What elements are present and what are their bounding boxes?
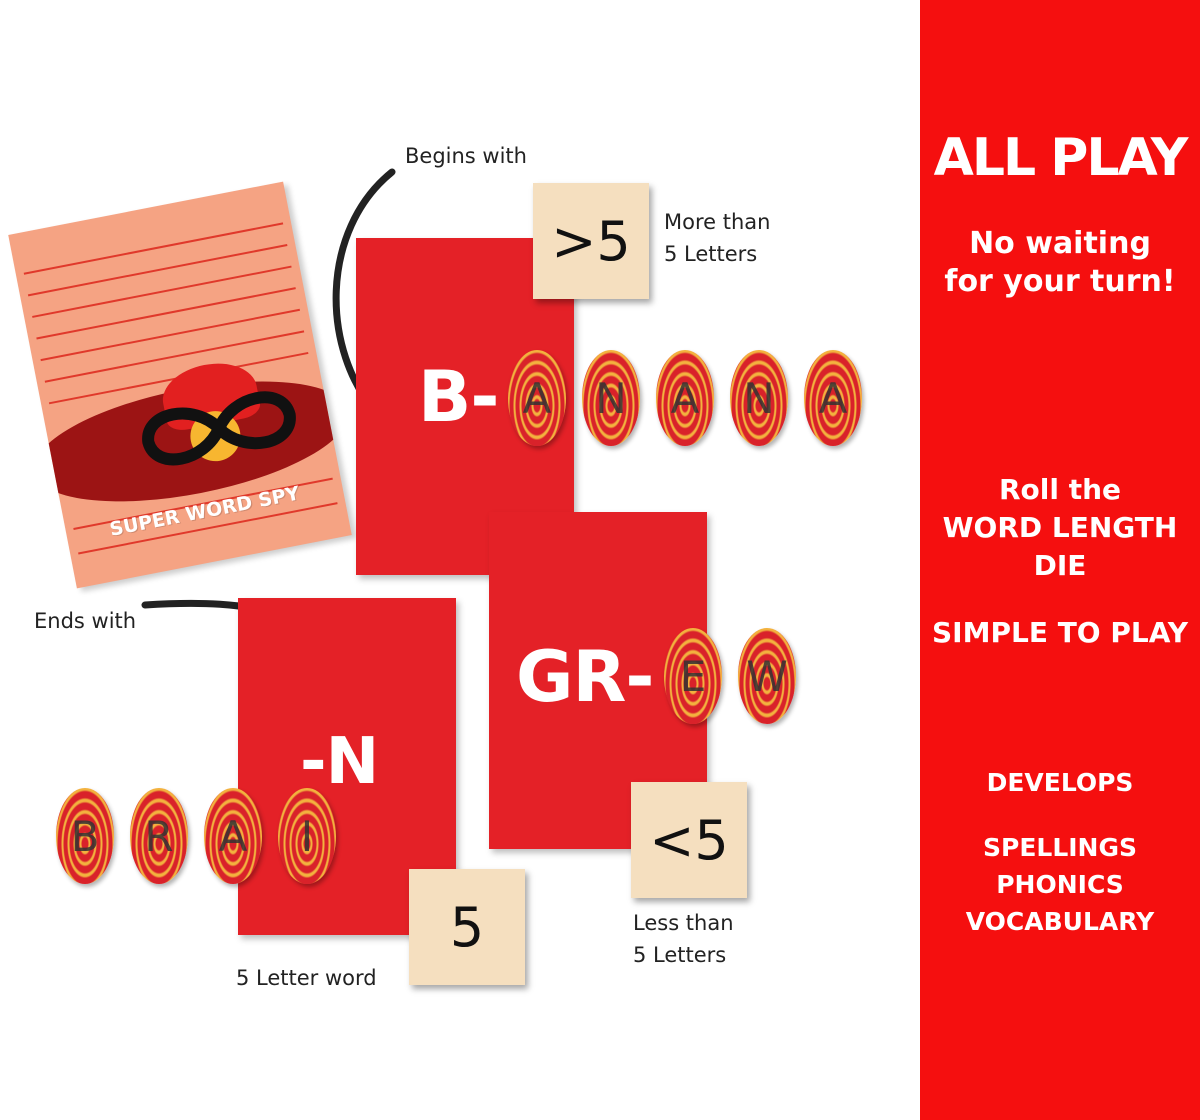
token-letter: I [300,811,314,861]
brand-title: ALL PLAY [933,128,1189,188]
roll-line-1: Roll the [998,473,1122,506]
token-letter: E [679,651,707,701]
fingerprint-token: I [278,788,336,884]
fingerprint-token: N [582,350,640,446]
token-letter: A [522,373,552,423]
token-letter: N [595,373,627,423]
die-less-than-5: <5 [631,782,747,898]
token-letter: A [818,373,848,423]
five-letter-caption: 5 Letter word [236,966,377,990]
token-letter: N [743,373,775,423]
token-letter: A [218,811,248,861]
spy-mask-icon [142,391,296,466]
fingerprint-token: R [130,788,188,884]
simple-to-play: SIMPLE TO PLAY [932,616,1188,649]
token-letter: R [144,811,174,861]
develops-heading: DEVELOPS [986,768,1134,797]
fingerprint-token: A [656,350,714,446]
token-letter: W [746,651,788,701]
die-face-more: >5 [551,209,631,273]
die-more-than-5: >5 [533,183,649,299]
skill-spellings: SPELLINGS [982,833,1138,862]
fingerprint-token: W [738,628,796,724]
fingerprint-token: A [508,350,566,446]
roll-line-2: WORD LENGTH [942,511,1178,544]
fingerprint-token: N [730,350,788,446]
waiting-line-1: No waiting [969,226,1151,261]
skill-vocabulary: VOCABULARY [965,907,1155,936]
ends-with-label: Ends with [34,609,137,633]
fingerprint-token: A [204,788,262,884]
grew-prefix: GR- [516,636,654,718]
more-than-caption-2: 5 Letters [664,242,758,266]
super-word-spy-card: SUPER WORD SPY [8,181,352,589]
die-exactly-5: 5 [409,869,525,985]
token-letter: A [670,373,700,423]
fingerprint-token: A [804,350,862,446]
die-face-less: <5 [649,808,729,872]
waiting-line-2: for your turn! [944,264,1176,299]
less-than-caption-1: Less than [633,911,734,935]
fingerprint-token: B [56,788,114,884]
die-face-exact: 5 [449,895,485,959]
skill-phonics: PHONICS [996,870,1124,899]
fingerprint-token: E [664,628,722,724]
banana-prefix: B- [418,356,499,438]
feature-panel: ALL PLAY No waiting for your turn! Roll … [920,0,1200,1120]
brain-suffix: -N [300,725,379,799]
roll-line-3: DIE [1033,549,1087,582]
token-letter: B [70,811,100,861]
begins-with-label: Begins with [405,144,527,168]
less-than-caption-2: 5 Letters [633,943,727,967]
more-than-caption-1: More than [664,210,771,234]
